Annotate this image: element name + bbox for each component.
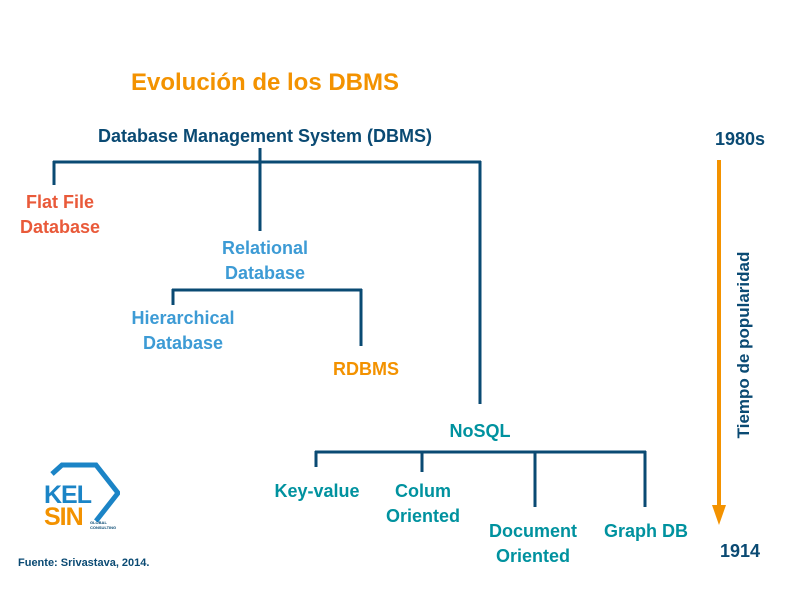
node-flat-file-line1: Flat File xyxy=(25,192,94,212)
node-column-line1: Colum xyxy=(395,481,451,501)
connector-lines xyxy=(52,148,647,507)
logo-small-line2: CONSULTING xyxy=(90,525,117,530)
node-document-line1: Document xyxy=(488,521,577,541)
timeline-arrow-head xyxy=(712,505,726,525)
logo-small-line1: GLOBAL xyxy=(90,520,107,525)
diagram-title: Evolución de los DBMS xyxy=(130,69,400,96)
node-relational: Relational Database xyxy=(205,236,325,286)
node-hierarchical-line2: Database xyxy=(142,333,224,353)
node-hierarchical-line1: Hierarchical xyxy=(131,308,235,328)
logo-text-line1: KEL xyxy=(44,481,92,509)
timeline-arrow xyxy=(712,160,726,525)
node-document-oriented: Document Oriented xyxy=(478,519,588,569)
node-flat-file-line2: Database xyxy=(19,217,101,237)
node-key-value: Key-value xyxy=(274,481,360,501)
node-nosql: NoSQL xyxy=(449,421,511,441)
node-graph-db: Graph DB xyxy=(603,521,688,541)
node-hierarchical: Hierarchical Database xyxy=(118,306,248,356)
kelsin-logo: KEL SIN GLOBAL CONSULTING xyxy=(38,462,120,532)
node-flat-file: Flat File Database xyxy=(10,190,110,240)
timeline-bottom-label: 1914 xyxy=(719,541,761,561)
logo-text-line2: SIN xyxy=(44,503,84,531)
logo-chevron-frame xyxy=(50,462,120,523)
timeline-axis-label: Tiempo de popularidad xyxy=(734,251,753,439)
timeline-top-label: 1980s xyxy=(714,129,766,149)
node-document-line2: Oriented xyxy=(495,546,570,566)
node-column-line2: Oriented xyxy=(385,506,460,526)
node-column-oriented: Colum Oriented xyxy=(373,479,473,529)
logo-chevron-icon xyxy=(50,462,120,523)
node-relational-line2: Database xyxy=(224,263,306,283)
node-rdbms: RDBMS xyxy=(333,359,399,379)
node-dbms-root: Database Management System (DBMS) xyxy=(97,126,433,146)
node-relational-line1: Relational xyxy=(221,238,309,258)
source-citation: Fuente: Srivastava, 2014. xyxy=(18,557,150,569)
